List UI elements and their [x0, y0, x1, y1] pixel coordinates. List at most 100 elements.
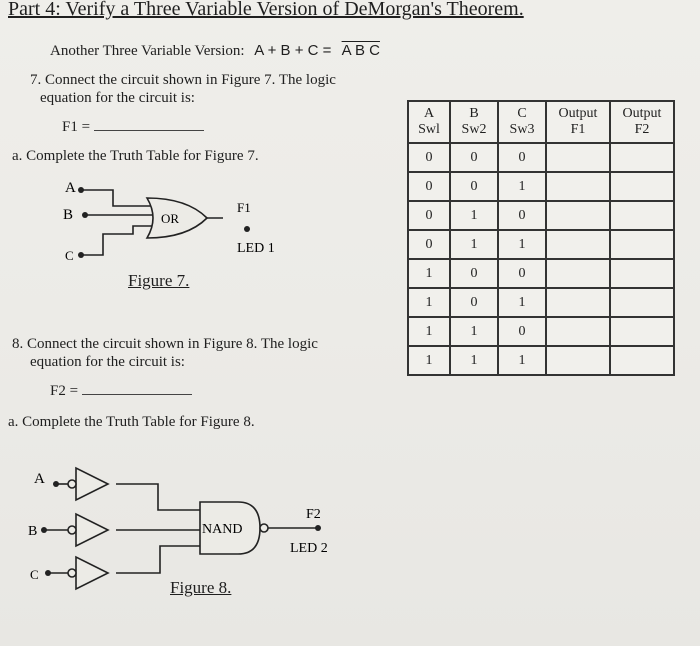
cell-f1[interactable] [545, 200, 611, 231]
figure8-inverter-a [75, 466, 110, 502]
cell-f2[interactable] [609, 316, 675, 347]
cell-a: 0 [407, 229, 451, 260]
figure7-wires [81, 189, 223, 256]
cell-a: 0 [407, 142, 451, 173]
cell-f1[interactable] [545, 316, 611, 347]
cell-c: 0 [497, 142, 547, 173]
figure8-nand-bubble [259, 523, 269, 533]
cell-f1[interactable] [545, 287, 611, 318]
cell-c: 1 [497, 171, 547, 202]
figure7-gate-label: OR [161, 211, 179, 226]
figure8-inverters [67, 466, 110, 591]
header-a-top: A [423, 106, 435, 121]
header-b-bottom: Sw2 [461, 122, 487, 137]
q8-line2: equation for the circuit is: [30, 354, 185, 370]
figure8-inverter-c-bubble [67, 568, 77, 578]
page-title: Part 4: Verify a Three Variable Version … [8, 0, 524, 20]
figure7-output-label: F1 [237, 200, 251, 215]
figure7-caption: Figure 7. [128, 271, 190, 290]
figure7-input-a: A [65, 180, 76, 196]
q7-line1: 7. Connect the circuit shown in Figure 7… [30, 72, 336, 88]
cell-f2[interactable] [609, 171, 675, 202]
q8-line1: 8. Connect the circuit shown in Figure 8… [12, 336, 318, 352]
header-f1-top: Output [558, 106, 598, 121]
subtitle-expression-lhs: A + B + C = [254, 42, 336, 59]
cell-b: 0 [449, 258, 499, 289]
q8-part-a: a. Complete the Truth Table for Figure 8… [8, 414, 255, 430]
cell-c: 1 [497, 229, 547, 260]
figure8-output-terminal [315, 525, 321, 531]
q8-answer-line [81, 382, 192, 395]
figure8-inverter-b [75, 512, 110, 548]
figure7-input-b: B [63, 207, 73, 223]
cell-b: 0 [449, 142, 499, 173]
figure7-output-terminal [244, 226, 250, 232]
cell-f1[interactable] [545, 171, 611, 202]
subtitle: Another Three Variable Version: A + B + … [50, 42, 380, 60]
q8-eq-label: F2 = [50, 383, 79, 399]
cell-a: 0 [407, 171, 451, 202]
cell-f1[interactable] [545, 229, 611, 260]
cell-a: 0 [407, 200, 451, 231]
figure8-led-label: LED 2 [290, 541, 328, 556]
cell-c: 0 [497, 258, 547, 289]
q7-line2: equation for the circuit is: [40, 90, 195, 106]
figure8-input-a: A [34, 471, 45, 487]
q8-equation: F2 = [50, 382, 192, 400]
cell-b: 1 [449, 345, 499, 376]
figure8-input-c: C [30, 567, 39, 582]
cell-f1[interactable] [545, 258, 611, 289]
figure7-led-label: LED 1 [237, 241, 275, 256]
cell-a: 1 [407, 316, 451, 347]
cell-b: 0 [449, 171, 499, 202]
figure7-or-gate [145, 197, 209, 239]
cell-f2[interactable] [609, 287, 675, 318]
cell-f2[interactable] [609, 258, 675, 289]
q7-part-a: a. Complete the Truth Table for Figure 7… [12, 148, 259, 164]
cell-f1[interactable] [545, 142, 611, 173]
q7-eq-label: F1 = [62, 119, 91, 135]
figure7-input-c: C [65, 248, 74, 263]
cell-b: 1 [449, 316, 499, 347]
header-c-top: C [517, 106, 527, 121]
cell-a: 1 [407, 258, 451, 289]
header-c-bottom: Sw3 [509, 122, 535, 137]
cell-f1[interactable] [545, 345, 611, 376]
figure8-output-label: F2 [306, 507, 321, 522]
figure8-inverter-a-bubble [67, 479, 77, 489]
header-f1-bottom: F1 [570, 122, 586, 137]
figure8-input-b: B [28, 524, 37, 539]
cell-f2[interactable] [609, 345, 675, 376]
cell-c: 1 [497, 345, 547, 376]
cell-f2[interactable] [609, 142, 675, 173]
cell-f2[interactable] [609, 200, 675, 231]
header-a-bottom: Swl [418, 122, 440, 137]
q7-answer-line [93, 118, 204, 131]
figure8-inverter-c [75, 555, 110, 591]
cell-f2[interactable] [609, 229, 675, 260]
figure8-inverter-b-bubble [67, 525, 77, 535]
cell-c: 0 [497, 316, 547, 347]
cell-b: 1 [449, 200, 499, 231]
figure8-gate-label: NAND [202, 522, 242, 537]
figure7-circuit: A B C OR F1 LED 1 [63, 180, 275, 263]
header-f2-top: Output [622, 106, 662, 121]
cell-a: 1 [407, 345, 451, 376]
subtitle-label: Another Three Variable Version: [50, 43, 245, 59]
figure8-caption: Figure 8. [170, 578, 232, 597]
